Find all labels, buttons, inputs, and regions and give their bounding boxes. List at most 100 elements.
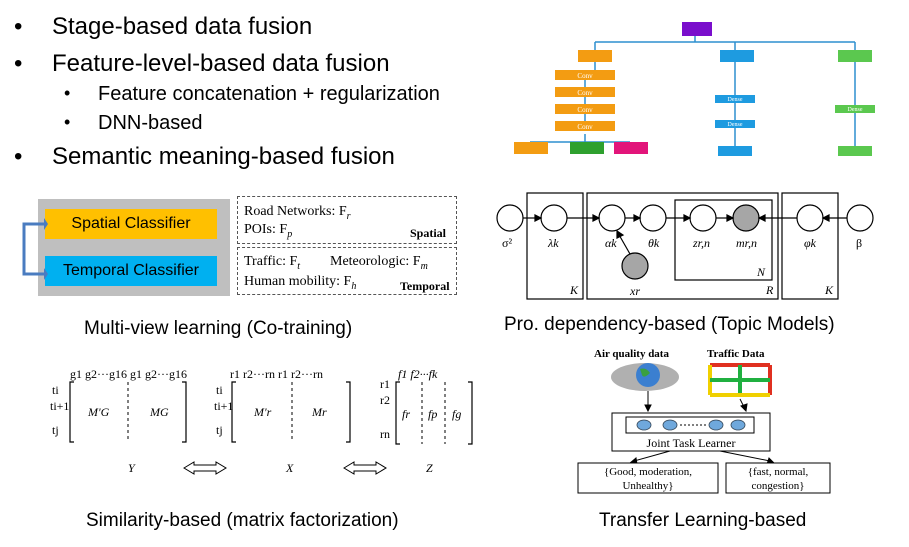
matrix-diagram: g1 g2···g16 g1 g2···g16 ti ti+1 tj M'G M…: [50, 367, 473, 475]
pois-text: POIs: Fp: [244, 222, 293, 240]
bullet-dot: •: [14, 143, 23, 170]
theta-label: θk: [648, 236, 660, 250]
conv-label: Conv: [577, 72, 593, 80]
output-traffic-line2: congestion}: [752, 480, 805, 492]
subbullet-text: DNN-based: [98, 112, 203, 134]
transfer-diagram: Air quality data Traffic Data Joint Task…: [577, 348, 831, 494]
dnn-blue-head: [720, 50, 754, 62]
matrix-dividers: [127, 382, 446, 444]
fg-label: fg: [452, 407, 461, 421]
dnn-output-block: [682, 22, 712, 36]
subbullet-dot: •: [64, 112, 71, 132]
input-block-blue: [718, 146, 752, 156]
matrix-caption: Similarity-based (matrix factorization): [86, 510, 399, 531]
spatial-classifier-box: Spatial Classifier: [45, 209, 217, 239]
r-header: r1 r2···rn r1 r2···rn: [230, 367, 323, 381]
edges: [523, 214, 847, 255]
ti-label: ti: [52, 383, 59, 397]
traffic-text: Traffic: Ft: [244, 254, 301, 272]
conv-layer: [555, 104, 615, 114]
conv-label: Conv: [577, 106, 593, 114]
human-mobility-text: Human mobility: Fh: [244, 274, 357, 292]
input-block-orange: [514, 142, 548, 154]
plate-N-label: N: [756, 265, 766, 279]
tj-label-2: tj: [216, 423, 223, 437]
beta-label: β: [856, 236, 862, 250]
Y-label: Y: [128, 461, 136, 475]
g-header: g1 g2···g16 g1 g2···g16: [70, 367, 187, 381]
double-arrows: [183, 461, 387, 475]
matrix-brackets: [69, 381, 473, 445]
lambda-label: λk: [547, 236, 559, 250]
z-label: zr,n: [692, 236, 710, 250]
m-label: mr,n: [736, 236, 757, 250]
dense-layer: [715, 95, 755, 103]
bullet-feature-level: • Feature-level-based data fusion: [14, 50, 390, 77]
joint-learner-nodes: [636, 419, 746, 431]
temporal-classifier-label: Temporal Classifier: [62, 262, 200, 279]
bullet-dot: •: [14, 13, 23, 40]
subbullet-text: Feature concatenation + regularization: [98, 83, 440, 105]
spatial-tag: Spatial: [410, 226, 447, 240]
phi-label: φk: [804, 236, 817, 250]
temporal-tag: Temporal: [400, 279, 450, 293]
temporal-classifier-box: Temporal Classifier: [45, 256, 217, 286]
sigma-label: σ²: [502, 236, 512, 250]
matrix-text: g1 g2···g16 g1 g2···g16 ti ti+1 tj M'G M…: [50, 367, 461, 475]
nodes: [496, 204, 874, 280]
node-labels: σ² λk αk θk zr,n mr,n xr φk β K N R K: [502, 236, 862, 298]
air-quality-image: [611, 363, 679, 391]
Z-label: Z: [426, 461, 433, 475]
ti-label-2: ti: [216, 383, 223, 397]
bullet-semantic: • Semantic meaning-based fusion: [14, 145, 395, 169]
conv-label: Conv: [577, 89, 593, 97]
Mpr-label: M'r: [253, 405, 272, 419]
X-label: X: [285, 461, 294, 475]
dense-label: Dense: [848, 107, 863, 113]
subbullet-dnn: • DNN-based: [64, 112, 203, 134]
fp-label: fp: [428, 407, 437, 421]
output-air-line2: Unhealthy}: [622, 480, 673, 492]
x-label: xr: [629, 284, 640, 298]
conv-layer: [555, 70, 615, 80]
joint-task-learner-label: Joint Task Learner: [647, 436, 736, 450]
r2-label: r2: [380, 393, 390, 407]
MG-label: MG: [149, 405, 169, 419]
fr-label: fr: [402, 407, 410, 421]
input-block-pink: [614, 142, 648, 154]
plate-K1-label: K: [569, 283, 579, 297]
dense-layer: [715, 120, 755, 128]
output-air-line1: {Good, moderation,: [604, 466, 692, 478]
input-block-green2: [838, 146, 872, 156]
conv-layer: [555, 121, 615, 131]
bullet-text: Feature-level-based data fusion: [52, 50, 390, 77]
dnn-green-head: [838, 50, 872, 62]
conv-label: Conv: [577, 123, 593, 131]
plates: [526, 192, 839, 300]
r1-label: r1: [380, 377, 390, 391]
plate-K2-label: K: [824, 283, 834, 297]
topic-caption: Pro. dependency-based (Topic Models): [504, 314, 835, 335]
alpha-label: αk: [605, 236, 617, 250]
topic-model-diagram: σ² λk αk θk zr,n mr,n xr φk β K N R K: [496, 192, 874, 300]
multiview-caption: Multi-view learning (Co-training): [84, 318, 353, 339]
output-box-traffic: [725, 462, 831, 494]
road-networks-text: Road Networks: Fr: [244, 204, 351, 222]
tj-label: tj: [52, 423, 59, 437]
input-arrows: [644, 391, 748, 413]
bullet-dot: •: [14, 50, 23, 77]
spatial-features-box: [237, 196, 457, 244]
rn-label: rn: [380, 427, 390, 441]
temporal-features-box: [237, 247, 457, 295]
ti1-label-2: ti+1: [214, 399, 233, 413]
input-block-green: [570, 142, 604, 154]
output-traffic-line1: {fast, normal,: [748, 466, 809, 478]
dnn-diagram: Conv Conv Conv Conv Dense Dense Dense: [514, 22, 875, 156]
traffic-data-label: Traffic Data: [707, 348, 765, 360]
conv-layer: [555, 87, 615, 97]
dense-label: Dense: [728, 97, 743, 103]
bullet-stage-based: • Stage-based data fusion: [14, 15, 312, 39]
subbullet-dot: •: [64, 83, 71, 103]
plate-R-label: R: [765, 283, 774, 297]
dense-layer: [835, 105, 875, 113]
